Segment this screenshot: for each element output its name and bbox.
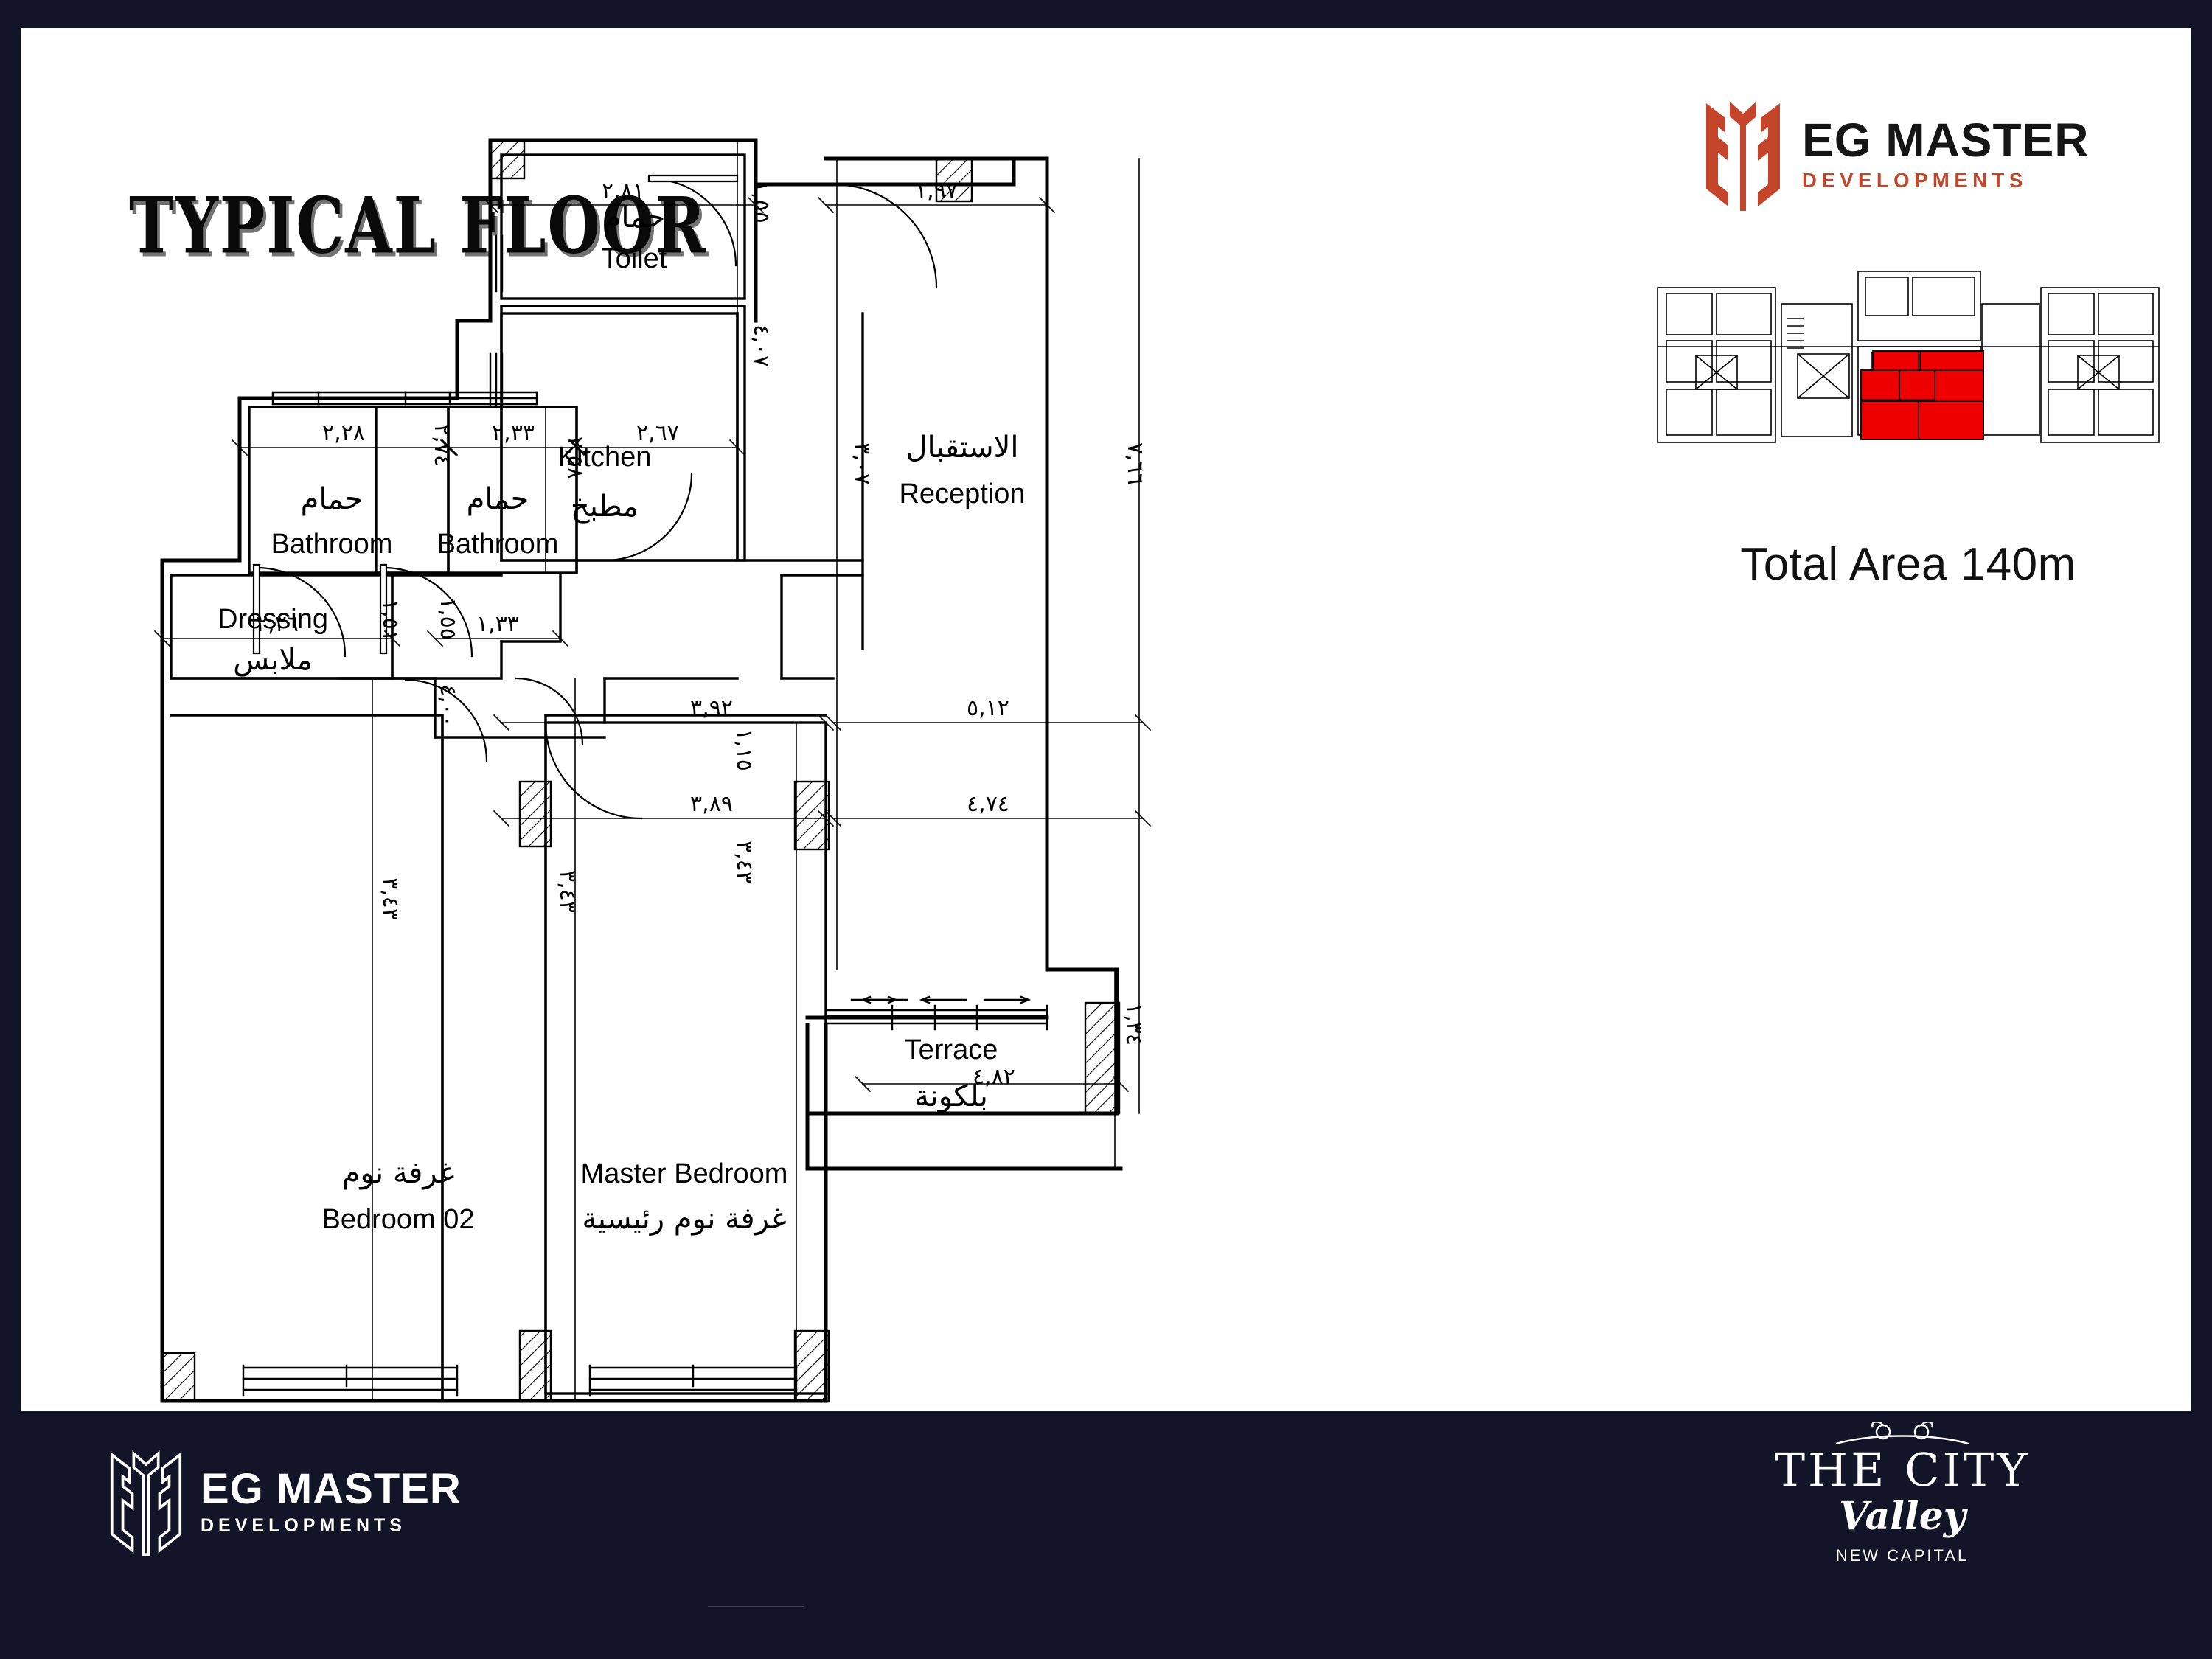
room-label-master-ar: غرفة نوم رئيسية (582, 1202, 786, 1236)
dim-terrace-width: ٤,٨٢ (973, 1064, 1015, 1090)
room-label-reception-ar: الاستقبال (905, 431, 1018, 465)
dim-bathroom2-width: ٢,٣٣ (492, 420, 535, 446)
room-label-reception-en: Reception (899, 479, 1025, 509)
dim-reception-width-2: ٤,٧٤ (967, 791, 1009, 817)
keyplan-highlight-unit (1860, 350, 1984, 440)
room-label-bathroom1-en: Bathroom (271, 529, 393, 560)
project-logo: THE CITY Valley NEW CAPITAL (1718, 1421, 2087, 1565)
footer-brand-name: EG MASTER (201, 1464, 462, 1513)
dim-bedroom2-height: ٣,٤٣ (378, 877, 403, 920)
total-area-label: Total Area 140m (1740, 539, 2076, 590)
footer-brand-logo: EG MASTER DEVELOPMENTS (109, 1447, 462, 1556)
floor-plan-drawing: حمام Toilet Kitchen مطبخ حمام Bathroom ح… (153, 138, 1152, 1403)
room-label-kitchen-ar: مطبخ (571, 490, 639, 524)
room-label-master-bedroom: Master Bedroom غرفة نوم رئيسية (581, 1158, 788, 1236)
dim-dressing-width: ٢,٢٦ (256, 611, 299, 637)
dim-entry-width: ١,٩٧ (915, 178, 958, 204)
room-label-dressing: Dressing ملابس (218, 604, 328, 677)
key-plan-diagram (1657, 271, 2160, 443)
room-label-kitchen: Kitchen مطبخ (558, 442, 652, 524)
dim-reception-height: ٧,٦٦ (1122, 442, 1148, 485)
dim-kitchen-height: ٤,٠٧ (748, 324, 774, 367)
room-label-bathroom-1: حمام Bathroom (271, 482, 393, 560)
dim-mid-height: ١,١٥ (731, 728, 757, 771)
eg-master-mark-icon (1706, 102, 1780, 211)
page-title: TYPICAL FLOOR (129, 181, 707, 272)
room-label-terrace-en: Terrace (905, 1034, 998, 1065)
room-label-reception: الاستقبال Reception (899, 431, 1025, 509)
room-label-bedroom-02: غرفة نوم Bedroom 02 (321, 1156, 474, 1235)
dim-hall-height: ٣,٠٧ (849, 442, 875, 485)
project-name: THE CITY (1774, 1443, 2031, 1497)
dim-master-height: ٣,٤٣ (731, 841, 757, 883)
dim-reception-width: ٥,١٢ (967, 695, 1009, 721)
dim-kitchen-width: ٢,٦٧ (636, 420, 679, 446)
room-label-toilet-en: Toilet (602, 243, 667, 274)
project-subname: Valley (1838, 1494, 1966, 1539)
room-label-master-en: Master Bedroom (581, 1158, 788, 1189)
dim-toilet-height: ١,٥٥ (748, 181, 774, 223)
room-label-bathroom2-ar: حمام (467, 482, 529, 516)
header-brand-logo: EG MASTER DEVELOPMENTS (1703, 94, 2089, 212)
room-label-bathroom1-ar: حمام (301, 482, 364, 516)
room-label-bedroom2-en: Bedroom 02 (321, 1204, 474, 1235)
room-label-toilet-ar: حمام (603, 201, 666, 234)
dim-dressing-height: ١,٥١ (378, 599, 403, 641)
room-label-toilet: حمام Toilet (602, 201, 667, 274)
room-label-dressing-ar: ملابس (233, 643, 312, 677)
eg-master-mark-icon-footer (110, 1450, 182, 1556)
project-location: NEW CAPITAL (1835, 1546, 1969, 1565)
dim-mid-width: ٣,٩٢ (690, 695, 733, 721)
room-label-bathroom-2: حمام Bathroom (437, 482, 559, 560)
dim-bathroom1-width: ٢,٢٨ (322, 420, 365, 446)
white-content-panel (21, 28, 2191, 1411)
room-label-kitchen-en: Kitchen (558, 442, 652, 473)
footer-brand-tagline: DEVELOPMENTS (201, 1514, 406, 1536)
brand-name: EG MASTER (1802, 113, 2090, 167)
room-label-terrace: Terrace بلكونة (905, 1034, 998, 1113)
dim-terrace-height: ١,٣٤ (1121, 1003, 1147, 1046)
dim-corridor-width: ١,٣٣ (476, 611, 519, 637)
room-label-terrace-ar: بلكونة (914, 1079, 988, 1113)
dim-bathroom1-height: ٢,٧٤ (429, 424, 455, 467)
footer-divider (708, 1606, 804, 1607)
dim-bathroom2-height: ٢,٥٨ (562, 437, 588, 479)
flourish-ornament-icon (1835, 1421, 1969, 1445)
dim-master-width: ٣,٨٩ (690, 791, 733, 817)
room-label-bathroom2-en: Bathroom (437, 529, 559, 560)
dim-corridor-height: ١,٥٥ (435, 597, 461, 640)
dim-toilet-width: ٢,٨١ (602, 178, 644, 204)
dim-dressing-bottom: ٤,٠٠ (435, 684, 461, 727)
room-label-dressing-en: Dressing (218, 604, 328, 635)
dim-master-height-2: ٣,٤٣ (554, 870, 580, 913)
brand-tagline: DEVELOPMENTS (1802, 168, 2028, 192)
room-label-bedroom2-ar: غرفة نوم (342, 1156, 455, 1190)
